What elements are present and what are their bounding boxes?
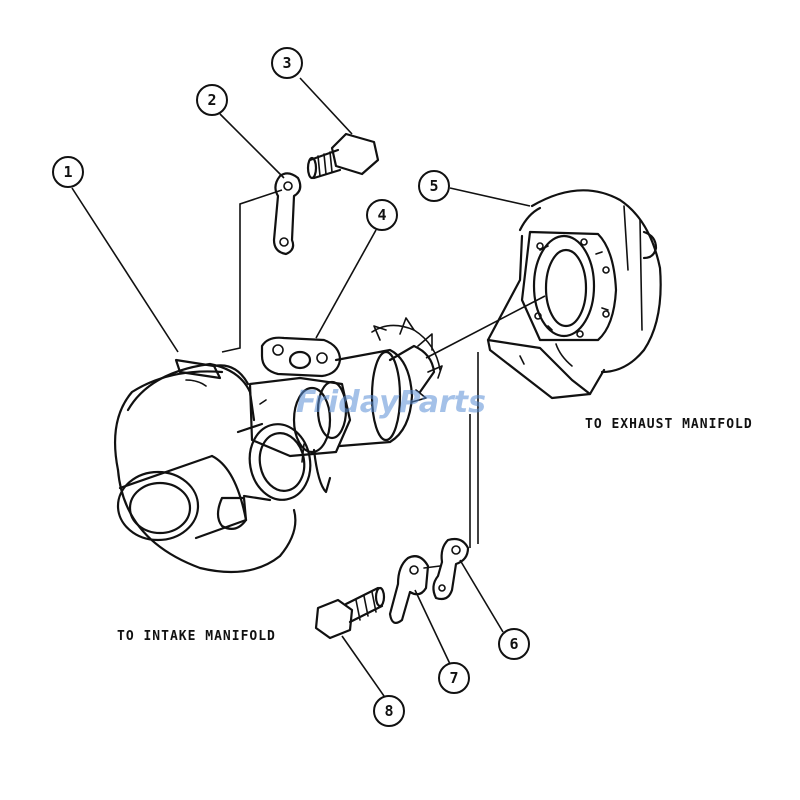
svg-text:7: 7	[449, 669, 458, 687]
callout-6: 6	[498, 628, 530, 660]
svg-text:3: 3	[282, 54, 291, 72]
svg-text:5: 5	[429, 177, 438, 195]
lock-plate-top	[272, 172, 302, 256]
callout-2: 2	[196, 84, 228, 116]
label-exhaust-manifold: TO EXHAUST MANIFOLD	[585, 417, 753, 432]
callout-4: 4	[366, 199, 398, 231]
bolt-top	[306, 132, 380, 180]
compressor-housing	[113, 358, 312, 574]
svg-text:6: 6	[509, 635, 518, 653]
svg-text:8: 8	[384, 702, 393, 720]
center-housing	[248, 317, 443, 494]
callout-3: 3	[271, 47, 303, 79]
svg-text:2: 2	[207, 91, 216, 109]
callout-1: 1	[52, 156, 84, 188]
callout-7: 7	[438, 662, 470, 694]
svg-text:1: 1	[63, 163, 72, 181]
watermark-logo: FridayParts	[296, 385, 486, 420]
lock-plate-right	[432, 537, 470, 601]
turbine-housing	[486, 189, 662, 400]
label-intake-manifold: TO INTAKE MANIFOLD	[117, 629, 276, 644]
bolt-lower	[314, 586, 386, 640]
callout-8: 8	[373, 695, 405, 727]
lock-plate-lower	[388, 555, 441, 624]
svg-text:4: 4	[377, 206, 386, 224]
callout-5: 5	[418, 170, 450, 202]
